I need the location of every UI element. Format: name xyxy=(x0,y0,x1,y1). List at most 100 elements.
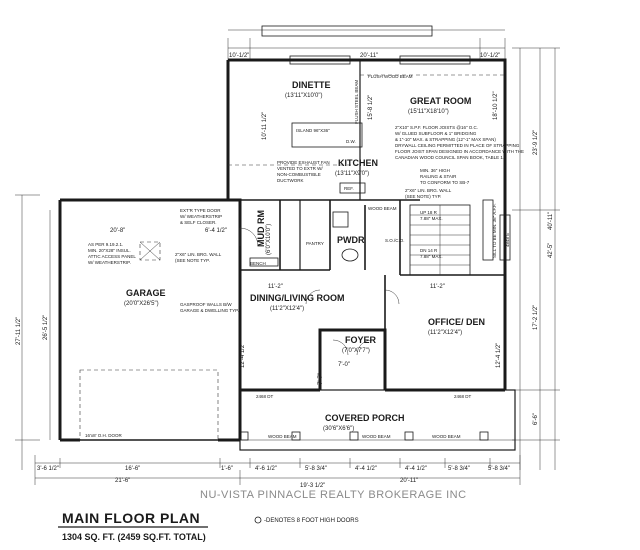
dim-bottom-total-3: 20'-11" xyxy=(400,478,418,484)
svg-text:(SEE NOTE) TYP.: (SEE NOTE) TYP. xyxy=(405,194,441,199)
dim-mud-width: 6'-4 1/2" xyxy=(205,228,227,234)
dim-right-2: 17'-2 1/2" xyxy=(533,305,539,330)
staircase xyxy=(409,204,471,276)
dim-garage-height: 26'-5 1/2" xyxy=(43,315,49,340)
kitchen-label: KITCHEN xyxy=(338,158,378,168)
attic-access-panel xyxy=(139,241,161,261)
dim-bottom-4: 4'-6 1/2" xyxy=(255,466,277,472)
dim-office-height: 12'-4 1/2" xyxy=(496,343,502,368)
svg-text:2"X6" LIN. BRG. WALL: 2"X6" LIN. BRG. WALL xyxy=(405,188,452,193)
stair-up-riser-note: 7.88" MAX. xyxy=(420,216,443,221)
attic-access-note: AS PER 9.19.2.1. MIN. 20"X28" INSUL. ATT… xyxy=(88,242,136,265)
dim-bottom-8: 5'-8 3/4" xyxy=(448,466,470,472)
svg-text:& SELF CLOSER.: & SELF CLOSER. xyxy=(180,220,217,225)
svg-text:TO CONFORM TO SB-7: TO CONFORM TO SB-7 xyxy=(420,180,470,185)
svg-text:NON-COMBUSTIBLE: NON-COMBUSTIBLE xyxy=(277,172,321,177)
dim-office-width: 11'-2" xyxy=(430,284,445,290)
lintel-right-note: 2468 DT xyxy=(454,394,472,399)
dim-bottom-7: 4'-4 1/2" xyxy=(405,466,427,472)
plan-area: 1304 SQ. FT. (2459 SQ.FT. TOTAL) xyxy=(62,532,206,542)
watermark: NU-VISTA PINNACLE REALTY BROKERAGE INC xyxy=(200,489,467,501)
svg-text:AS PER 9.19.2.1.: AS PER 9.19.2.1. xyxy=(88,242,123,247)
foyer-size: (7'0"X7'7") xyxy=(342,348,370,354)
exterior-door-note: EXT'R TYPE DOOR W/ WEATHERSTRIP & SELF C… xyxy=(180,208,222,225)
dim-top-left: 10'-1/2" xyxy=(229,53,249,59)
powder-room-label: PWDR xyxy=(337,235,365,245)
railing-note: MIN. 36" HIGH RAILING & STAIR TO CONFORM… xyxy=(420,168,470,185)
kitchen-size: (13'11"X9'0") xyxy=(335,171,369,177)
dim-bottom-2: 16'-6" xyxy=(125,466,140,472)
exhaust-note: PROVIDE EXHAUST FAN VENTED TO EXTR W/ NO… xyxy=(277,160,330,183)
covered-porch-size: (30'6"X6'6") xyxy=(323,426,354,432)
dim-right-1: 23'-9 1/2" xyxy=(533,130,539,155)
plan-title: MAIN FLOOR PLAN xyxy=(62,510,200,526)
svg-text:GASPROOF WALLS B/W: GASPROOF WALLS B/W xyxy=(180,302,232,307)
flush-wood-beam-note: FLUSH WOOD BEAM xyxy=(368,74,413,79)
interior-walls xyxy=(228,60,505,330)
sill-note: SILL TO BE MIN. 36" A.F.F. xyxy=(492,203,497,258)
dim-bottom-5: 5'-8 3/4" xyxy=(305,466,327,472)
door-swings xyxy=(239,227,400,356)
island-note: ISLAND 96"X36" xyxy=(296,128,330,133)
dim-great-room-height: 18'-10 1/2" xyxy=(493,91,499,120)
dim-bottom-total-2: 19'-3 1/2" xyxy=(300,483,325,489)
covered-porch xyxy=(239,389,516,451)
svg-text:VENTED TO EXTR W/: VENTED TO EXTR W/ xyxy=(277,166,323,171)
svg-text:CANADIAN WOOD COUNCIL SPAN BOO: CANADIAN WOOD COUNCIL SPAN BOOK, TABLE 1… xyxy=(395,155,507,160)
legend-door-symbol xyxy=(254,516,262,524)
stair-down-note: DN 14 R xyxy=(420,248,438,253)
dining-living-size: (11'2"X12'4") xyxy=(270,306,304,312)
great-room-size: (15'11"X18'10") xyxy=(408,109,449,115)
dishwasher-note: D.W. xyxy=(346,139,356,144)
dim-top-right: 10'-1/2" xyxy=(480,53,500,59)
office-den-size: (11'2"X12'4") xyxy=(428,330,462,336)
wood-beam-note-4: WOOD BEAM xyxy=(368,206,397,211)
dim-left-total: 27'-11 1/2" xyxy=(16,317,22,345)
kitchen-fixtures xyxy=(249,122,366,267)
dim-bottom-3: 1'-6" xyxy=(221,466,233,472)
floor-joist-note: 2"X10" S.P.F. FLOOR JOISTS @16" O.C. W/ … xyxy=(395,125,524,160)
covered-porch-label: COVERED PORCH xyxy=(325,413,405,423)
dim-great-room-width: 15'-8 1/2" xyxy=(368,95,374,120)
svg-text:MIN. 20"X28" INSUL.: MIN. 20"X28" INSUL. xyxy=(88,248,131,253)
garage-size: (20'0"X26'5") xyxy=(124,301,159,307)
stair-up-note: UP 18 R xyxy=(420,210,438,215)
dim-dining-width: 11'-2" xyxy=(268,284,283,290)
garage-door xyxy=(79,369,219,441)
dim-bottom-1: 3'-6 1/2" xyxy=(37,466,59,472)
side-window-note: 4848 E xyxy=(505,233,510,247)
dim-bottom-total-1: 21'-6" xyxy=(115,478,130,484)
dim-right-total: 40'-11" xyxy=(548,212,554,230)
dinette-label: DINETTE xyxy=(292,80,331,90)
legend-note: -DENOTES 8 FOOT HIGH DOORS xyxy=(264,518,359,524)
garage-door-note: 16'x8' O.H. DOOR xyxy=(85,433,122,438)
dim-right-4: 42'-5" xyxy=(548,243,554,258)
svg-text:(SEE NOTE TYP.: (SEE NOTE TYP. xyxy=(175,258,210,263)
dining-living-label: DINING/LIVING ROOM xyxy=(250,293,345,303)
garage-label: GARAGE xyxy=(126,288,166,298)
mud-room-label: MUD RM xyxy=(256,210,266,247)
bearing-wall-note-garage: 2"X6" LIN. BRG. WALL (SEE NOTE TYP. xyxy=(175,252,222,263)
bench-note: BENCH xyxy=(250,261,266,266)
svg-text:MIN. 36" HIGH: MIN. 36" HIGH xyxy=(420,168,450,173)
svg-text:2"X6" LIN. BRG. WALL: 2"X6" LIN. BRG. WALL xyxy=(175,252,222,257)
svg-text:ATTIC ACCESS PANEL: ATTIC ACCESS PANEL xyxy=(88,254,136,259)
bearing-wall-note-kitchen: 2"X6" LIN. BRG. WALL (SEE NOTE) TYP. xyxy=(405,188,452,199)
svg-text:RAILING & STAIR: RAILING & STAIR xyxy=(420,174,457,179)
svg-text:DRYWALL CEILING PERMITTED IN P: DRYWALL CEILING PERMITTED IN PLACE OF ST… xyxy=(395,143,520,148)
dim-foyer-width: 7'-0" xyxy=(338,362,350,368)
svg-text:DUCTWORK: DUCTWORK xyxy=(277,178,304,183)
svg-text:W/ WEATHERSTRIP: W/ WEATHERSTRIP xyxy=(180,214,222,219)
great-room-label: GREAT ROOM xyxy=(410,96,471,106)
dim-dinette-height: 10'-11 1/2" xyxy=(262,112,268,140)
smoke-co-note: S.O./C.O. xyxy=(385,238,405,243)
dim-foyer-height: 7'-7" xyxy=(318,373,324,385)
svg-text:W/ GLUED SUBFLOOR & 1" BRIDGIN: W/ GLUED SUBFLOOR & 1" BRIDGING xyxy=(395,131,477,136)
dim-bottom-9: 5'-8 3/4" xyxy=(488,466,510,472)
pantry-label: PANTRY xyxy=(306,241,324,246)
svg-text:W/ WEATHERSTRIP.: W/ WEATHERSTRIP. xyxy=(88,260,131,265)
stair-down-riser-note: 7.88" MAX. xyxy=(420,254,443,259)
lintel-left-note: 2468 DT xyxy=(256,394,274,399)
gasproof-note: GASPROOF WALLS B/W GARAGE & DWELLING TYP… xyxy=(180,302,239,313)
mud-room-size: (6'0"X10'0") xyxy=(266,224,272,255)
